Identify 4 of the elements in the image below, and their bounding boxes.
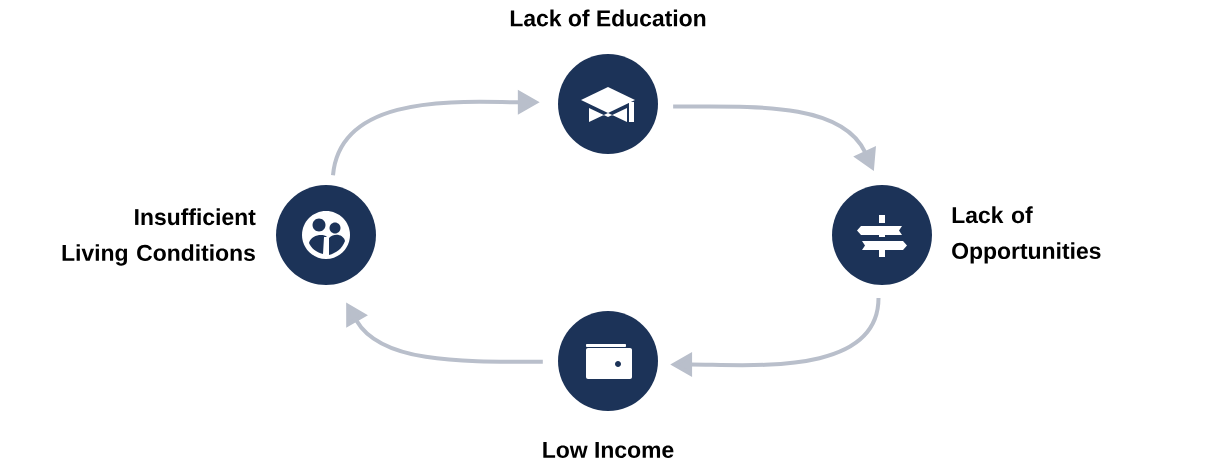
- node-label: Lack of Education: [510, 9, 706, 27]
- node-label: Lack of Opportunities: [952, 206, 1101, 264]
- node-label: Insufficient Living Conditions: [62, 208, 256, 266]
- node-label: Low Income: [543, 442, 674, 458]
